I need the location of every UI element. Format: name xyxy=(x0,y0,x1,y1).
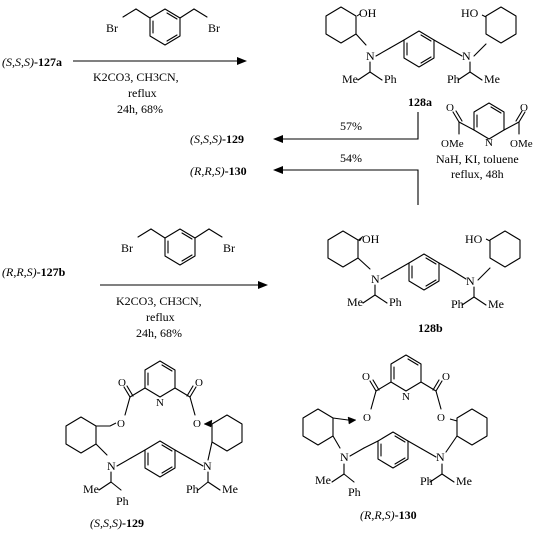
br-right-label-2: Br xyxy=(223,241,235,255)
atom-o3-129: O xyxy=(195,377,203,389)
atom-ph-left-b: Ph xyxy=(389,295,402,309)
atom-n-right: N xyxy=(462,49,471,63)
step2-condition-2: reflux, 48h xyxy=(451,167,504,181)
svg-text:(S,S,S)-127a: (S,S,S)-127a xyxy=(2,55,62,69)
final-130-stereo: (R,R,S) xyxy=(360,508,395,522)
final-129-label: (S,S,S)-129 xyxy=(90,516,144,530)
atom-o2-130: O xyxy=(363,412,371,424)
atom-o-top-right: O xyxy=(520,102,528,114)
atom-n-l-130: N xyxy=(340,450,349,464)
atom-me-l-129: Me xyxy=(83,482,99,496)
product-130-label: (R,R,S)-130 xyxy=(190,164,247,178)
atom-n-l-129: N xyxy=(107,459,116,473)
atom-ome-right: OMe xyxy=(510,138,533,150)
final-130-label: (R,R,S)-130 xyxy=(360,508,417,522)
product-129-stereo: (S,S,S) xyxy=(190,132,222,146)
step3-arrow xyxy=(100,281,268,289)
atom-ph-left: Ph xyxy=(384,72,397,86)
product-128a-structure: OH N Me Ph N Ph Me HO xyxy=(325,6,517,86)
atom-ph-r-130: Ph xyxy=(420,474,433,488)
atom-ho: HO xyxy=(461,6,479,20)
atom-n-left-b: N xyxy=(371,272,380,286)
product-128b-structure: OH N Me Ph N Ph Me HO xyxy=(327,230,521,311)
br-right-label: Br xyxy=(208,21,220,35)
atom-ph-right: Ph xyxy=(447,72,460,86)
product-129-id: -129 xyxy=(222,132,244,146)
step3-reactant-label: (R,R,S)-127b xyxy=(2,265,66,279)
step2-condition-1: NaH, KI, toluene xyxy=(436,152,519,166)
atom-ph-l-130: Ph xyxy=(348,485,361,499)
atom-o1-129: O xyxy=(118,377,126,389)
atom-o1-130: O xyxy=(362,371,370,383)
atom-me-left: Me xyxy=(342,72,358,86)
step1-arrow xyxy=(73,57,247,65)
atom-o4-130: O xyxy=(437,412,445,424)
atom-n-py-130: N xyxy=(402,391,410,403)
step3-reactant-stereo: (R,R,S) xyxy=(2,265,37,279)
atom-me-r-130: Me xyxy=(456,474,472,488)
atom-me-r-129: Me xyxy=(222,482,238,496)
step1-reactant-label: (S,S,S)-127a xyxy=(2,55,62,69)
step2-arrow-129 xyxy=(273,112,419,143)
step3-reactant-id: -127b xyxy=(37,265,66,279)
atom-n-r-129: N xyxy=(203,459,212,473)
atom-me-right: Me xyxy=(484,72,500,86)
yield-129: 57% xyxy=(340,119,362,133)
atom-o2-129: O xyxy=(117,418,125,430)
step1-conditions: K2CO3, CH3CN, reflux 24h, 68% xyxy=(93,70,179,116)
atom-me-left-b: Me xyxy=(347,295,363,309)
atom-n-right-b: N xyxy=(466,274,475,288)
step3-dibromide-structure: Br Br xyxy=(121,228,235,266)
atom-ome-left: OMe xyxy=(441,138,464,150)
product-128a-label: 128a xyxy=(408,95,432,109)
atom-o-top-left: O xyxy=(446,102,454,114)
step1-reactant-stereo: (S,S,S) xyxy=(2,55,34,69)
yield-130: 54% xyxy=(340,151,362,165)
step1-condition-1: K2CO3, CH3CN, xyxy=(93,70,179,84)
step1-condition-3: 24h, 68% xyxy=(117,102,163,116)
product-130-id: -130 xyxy=(225,164,247,178)
atom-ph-right-b: Ph xyxy=(451,297,464,311)
step3-conditions: K2CO3, CH3CN, reflux 24h, 68% xyxy=(116,294,202,340)
atom-n-pyridine: N xyxy=(485,137,493,149)
atom-me-right-b: Me xyxy=(488,297,504,311)
atom-n-r-130: N xyxy=(436,450,445,464)
product-130-stereo: (R,R,S) xyxy=(190,164,225,178)
br-left-label-2: Br xyxy=(121,241,133,255)
atom-n-left: N xyxy=(366,49,375,63)
final-129-id: -129 xyxy=(122,516,144,530)
step2-arrow-130 xyxy=(273,166,419,205)
final-129-stereo: (S,S,S) xyxy=(90,516,122,530)
atom-n-py-129: N xyxy=(156,397,164,409)
final-130-id: -130 xyxy=(395,508,417,522)
step1-reactant-id: -127a xyxy=(34,55,62,69)
atom-ho-b: HO xyxy=(465,232,483,246)
product-129-label: (S,S,S)-129 xyxy=(190,132,244,146)
product-128b-label: 128b xyxy=(418,321,443,335)
step3-condition-3: 24h, 68% xyxy=(136,326,182,340)
step1-dibromide-structure: Br Br xyxy=(106,8,220,46)
atom-ph-r-129: Ph xyxy=(186,482,199,496)
atom-o4-129: O xyxy=(193,418,201,430)
atom-oh: OH xyxy=(359,6,377,20)
step3-condition-2: reflux xyxy=(146,310,175,324)
step2-conditions: NaH, KI, toluene reflux, 48h xyxy=(436,152,519,181)
atom-ph-l-129: Ph xyxy=(116,494,129,508)
step3-condition-1: K2CO3, CH3CN, xyxy=(116,294,202,308)
atom-oh-b: OH xyxy=(362,232,380,246)
atom-me-l-130: Me xyxy=(315,473,331,487)
atom-o3-130: O xyxy=(442,371,450,383)
br-left-label: Br xyxy=(106,21,118,35)
step1-condition-2: reflux xyxy=(128,86,157,100)
pyridine-diester-structure: N O OMe O OMe xyxy=(441,102,533,150)
product-129-structure: N O O O O N Me Ph N xyxy=(65,360,243,508)
product-130-structure: N O O O O N Me Ph N xyxy=(302,354,488,499)
